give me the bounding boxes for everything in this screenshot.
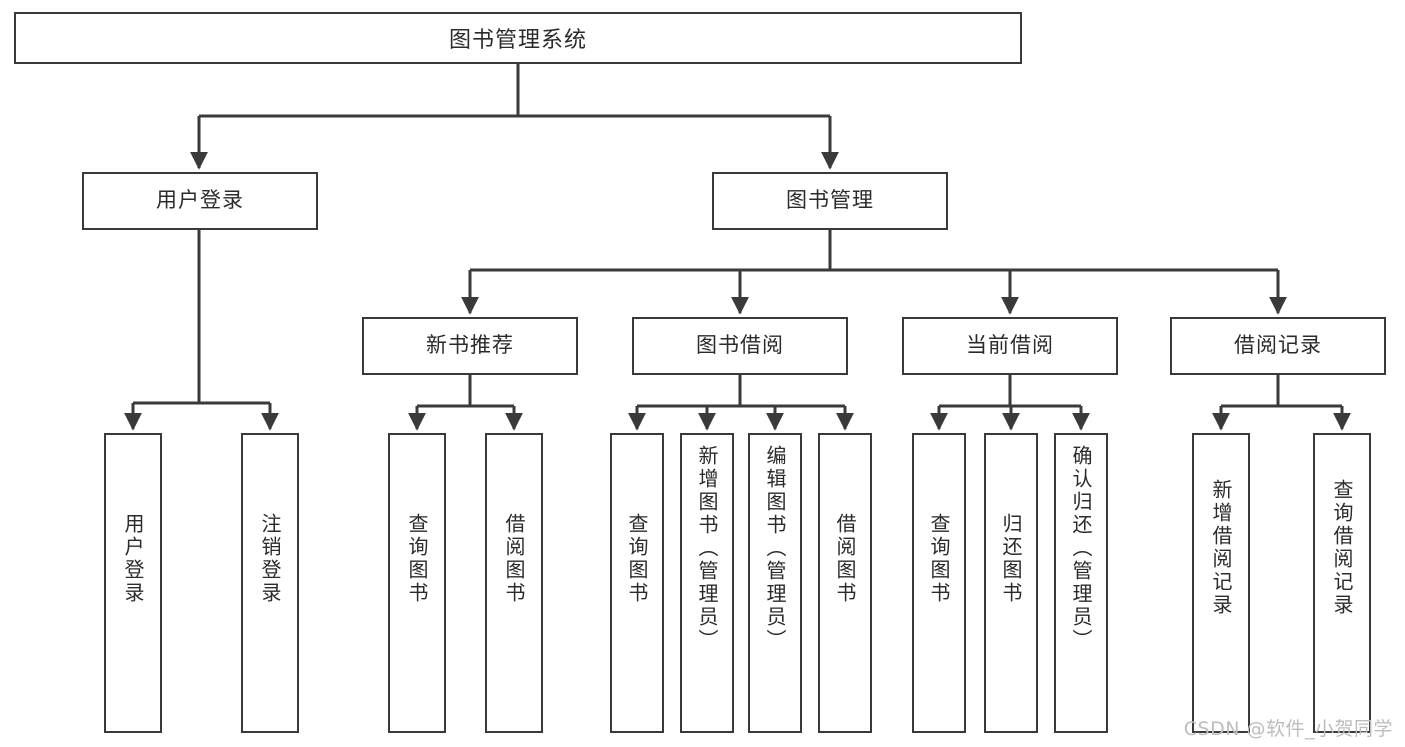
leaf-query-book-2[interactable]: 查询图书 — [610, 433, 664, 733]
leaf-borrow-book-1[interactable]: 借阅图书 — [485, 433, 543, 733]
node-current-borrow[interactable]: 当前借阅 — [902, 317, 1118, 375]
leaf-edit-book-admin[interactable]: 编辑图书（管理员） — [748, 433, 802, 733]
leaf-confirm-return-admin[interactable]: 确认归还（管理员） — [1054, 433, 1108, 733]
node-book-borrow-label: 图书借阅 — [696, 333, 784, 358]
leaf-user-login-label: 用户登录 — [121, 513, 145, 605]
leaf-add-book-admin-label: 新增图书（管理员） — [695, 445, 719, 652]
leaf-query-borrow-record-label: 查询借阅记录 — [1330, 479, 1354, 617]
leaf-borrow-book-2-label: 借阅图书 — [833, 513, 857, 605]
node-book-management[interactable]: 图书管理 — [712, 172, 948, 230]
node-new-book-recommend-label: 新书推荐 — [426, 333, 514, 358]
leaf-query-book-3-label: 查询图书 — [927, 513, 951, 605]
node-borrow-records-label: 借阅记录 — [1234, 333, 1322, 358]
leaf-add-borrow-record[interactable]: 新增借阅记录 — [1192, 433, 1250, 733]
leaf-query-borrow-record[interactable]: 查询借阅记录 — [1313, 433, 1371, 733]
leaf-edit-book-admin-label: 编辑图书（管理员） — [763, 445, 787, 652]
leaf-add-borrow-record-label: 新增借阅记录 — [1209, 479, 1233, 617]
node-book-borrow[interactable]: 图书借阅 — [632, 317, 848, 375]
node-current-borrow-label: 当前借阅 — [966, 333, 1054, 358]
node-root-label: 图书管理系统 — [448, 28, 587, 53]
leaf-user-login[interactable]: 用户登录 — [104, 433, 162, 733]
leaf-borrow-book-1-label: 借阅图书 — [502, 513, 526, 605]
node-new-book-recommend[interactable]: 新书推荐 — [362, 317, 578, 375]
node-book-management-label: 图书管理 — [786, 188, 874, 213]
leaf-query-book-1[interactable]: 查询图书 — [388, 433, 446, 733]
leaf-query-book-2-label: 查询图书 — [625, 513, 649, 605]
csdn-watermark: CSDN @软件_小贺同学 — [1183, 718, 1393, 740]
leaf-query-book-3[interactable]: 查询图书 — [912, 433, 966, 733]
leaf-add-book-admin[interactable]: 新增图书（管理员） — [680, 433, 734, 733]
leaf-logout-label: 注销登录 — [258, 513, 282, 605]
leaf-query-book-1-label: 查询图书 — [405, 513, 429, 605]
leaf-logout[interactable]: 注销登录 — [241, 433, 299, 733]
leaf-return-book-label: 归还图书 — [999, 513, 1023, 605]
node-root[interactable]: 图书管理系统 — [14, 12, 1022, 64]
leaf-borrow-book-2[interactable]: 借阅图书 — [818, 433, 872, 733]
node-user-login-label: 用户登录 — [156, 188, 244, 213]
leaf-confirm-return-admin-label: 确认归还（管理员） — [1069, 445, 1093, 652]
node-borrow-records[interactable]: 借阅记录 — [1170, 317, 1386, 375]
node-user-login[interactable]: 用户登录 — [82, 172, 318, 230]
leaf-return-book[interactable]: 归还图书 — [984, 433, 1038, 733]
